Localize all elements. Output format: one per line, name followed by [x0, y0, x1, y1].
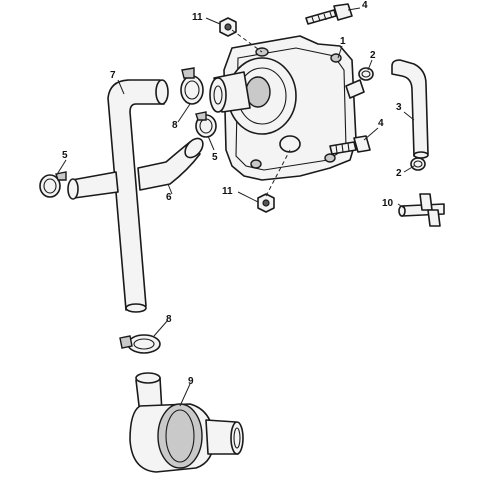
callout-2-lower: 2 — [396, 168, 402, 179]
callout-11-upper: 11 — [192, 12, 203, 23]
callout-9: 9 — [188, 376, 194, 387]
pump-housing — [209, 35, 365, 181]
callout-4-lower: 4 — [378, 118, 384, 129]
nut-upper-axis — [231, 29, 263, 53]
clamp-left — [39, 171, 67, 198]
bolt-upper — [305, 3, 353, 25]
nut-lower-axis — [265, 149, 291, 197]
leader-lines — [55, 7, 415, 407]
hose-elbow — [67, 137, 204, 200]
hose-small — [391, 59, 429, 159]
hose-long — [107, 79, 169, 313]
callout-2-upper: 2 — [370, 50, 376, 61]
callout-4-upper: 4 — [362, 0, 368, 11]
clamp-upper — [180, 67, 204, 105]
nut-upper — [219, 17, 237, 37]
callout-labels: 1 2 2 3 4 4 5 5 6 7 8 8 9 10 11 11 — [62, 0, 402, 387]
tee-fitting — [398, 193, 445, 227]
callout-6: 6 — [166, 192, 172, 203]
callout-1: 1 — [340, 36, 346, 47]
clamp-small-lower — [410, 157, 426, 171]
callout-8-lower: 8 — [166, 314, 172, 325]
callout-11-lower: 11 — [222, 186, 233, 197]
clamp-elbow — [195, 111, 217, 138]
nut-lower — [257, 193, 275, 213]
clamp-lower — [119, 334, 161, 354]
valve-body — [129, 372, 244, 473]
callout-8-upper: 8 — [172, 120, 178, 131]
bolt-lower — [329, 135, 371, 155]
callout-5-left: 5 — [62, 150, 68, 161]
callout-5-right: 5 — [212, 152, 218, 163]
clamp-small-upper — [358, 67, 374, 81]
callout-3: 3 — [396, 102, 402, 113]
callout-10: 10 — [382, 198, 394, 209]
callout-7: 7 — [110, 70, 116, 81]
